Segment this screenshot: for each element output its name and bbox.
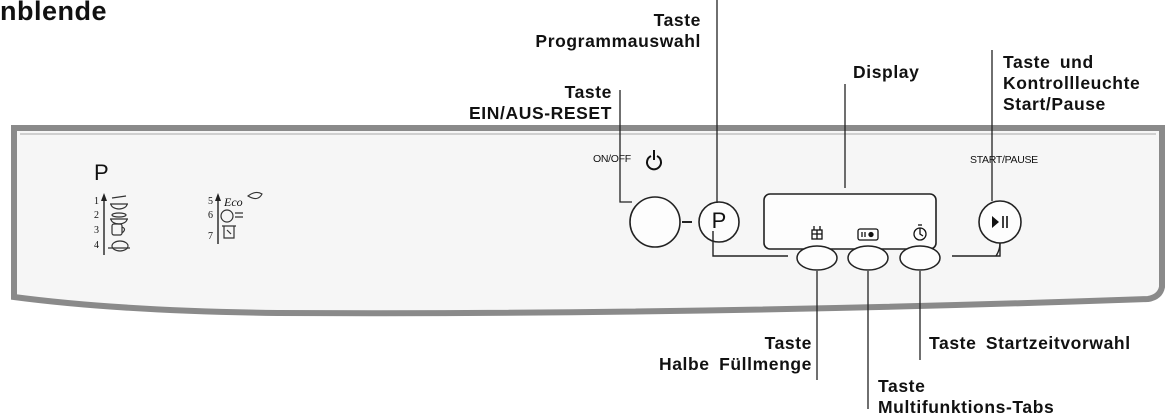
delay-start-button-shape: [899, 245, 941, 271]
program-number-7: 7: [208, 231, 213, 242]
half-load-button-shape: [796, 245, 838, 271]
program-number-2: 2: [94, 210, 99, 221]
program-number-6: 6: [208, 210, 213, 221]
half-load-button[interactable]: [797, 246, 837, 270]
display-shape: [763, 193, 937, 250]
callout-programmauswahl: Taste Programmauswahl: [535, 10, 701, 51]
program-button[interactable]: P: [711, 208, 727, 233]
callout-multifunktions-tabs: Taste Multifunktions-Tabs: [878, 376, 1055, 417]
multitab-icon: [857, 228, 879, 241]
start-pause-button[interactable]: [979, 201, 1021, 243]
control-panel-diagram: [11, 0, 1165, 409]
program-number-4: 4: [94, 240, 99, 251]
callout-display: Display: [853, 62, 920, 82]
program-header: P: [94, 160, 109, 185]
start-pause-label: START/PAUSE: [970, 154, 1038, 166]
delay-start-button[interactable]: [900, 246, 940, 270]
callout-startzeitvorwahl: Taste Startzeitvorwahl: [929, 333, 1131, 353]
leader-lines: [619, 0, 993, 409]
timer-icon: [913, 224, 927, 241]
half-load-icon: [811, 226, 823, 240]
program-icons: [108, 195, 243, 252]
power-icon: [646, 150, 662, 171]
onoff-label: ON/OFF: [593, 153, 631, 165]
program-number-1: 1: [94, 196, 99, 207]
eco-label: Eco: [224, 195, 243, 209]
multitab-button-shape: [847, 245, 889, 271]
onoff-button[interactable]: [630, 197, 680, 247]
display: [764, 194, 936, 249]
multitab-button[interactable]: [848, 246, 888, 270]
page-title: nblende: [0, 0, 108, 26]
program-number-5: 5: [208, 196, 213, 207]
callout-halbe-fuellmenge: Taste Halbe Füllmenge: [658, 333, 812, 374]
program-number-3: 3: [94, 225, 99, 236]
callout-ein-aus: Taste EIN/AUS-RESET: [469, 82, 612, 123]
callout-start-pause: Taste und Kontrollleuchte Start/Pause: [1003, 52, 1141, 114]
program-button-shape: [698, 201, 740, 243]
onoff-button-shape: [629, 196, 681, 248]
